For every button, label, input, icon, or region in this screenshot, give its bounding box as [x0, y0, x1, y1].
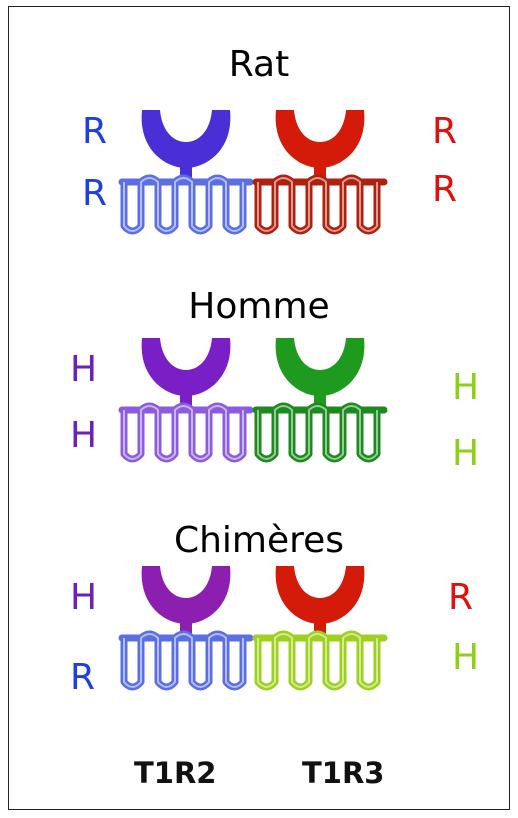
- t1r2-axis-label: T1R2: [134, 756, 217, 790]
- rat-t1r2-receptor-vft-domain: [141, 110, 231, 168]
- rat-t1r3-receptor-vft-domain: [275, 110, 365, 168]
- rat-t1r3-bottom-label: R: [432, 169, 458, 210]
- t1r3-axis-label: T1R3: [302, 756, 385, 790]
- homme-t1r2-top-label: H: [70, 349, 98, 390]
- chimeres-t1r3-receptor-vft-domain: [275, 566, 365, 624]
- panel-title-chimeres: Chimères: [173, 520, 345, 561]
- homme-t1r3-receptor: [252, 338, 388, 463]
- homme-t1r2-receptor: [118, 338, 254, 463]
- homme-t1r2-bottom-label: H: [70, 415, 98, 456]
- rat-t1r3-top-label: R: [432, 111, 458, 152]
- chimeres-t1r2-receptor-helix-highlight: [123, 633, 244, 688]
- homme-t1r2-receptor-vft-domain: [141, 338, 231, 396]
- chimeres-t1r3-receptor-helix-highlight: [257, 633, 378, 688]
- chimeres-t1r2-top-label: H: [70, 577, 98, 618]
- chimeres-t1r3-top-label: R: [448, 577, 474, 618]
- chimeres-t1r2-bottom-label: R: [70, 657, 96, 698]
- homme-t1r3-bottom-label: H: [452, 433, 480, 474]
- rat-t1r2-receptor: [118, 110, 254, 235]
- homme-t1r3-receptor-vft-domain: [275, 338, 365, 396]
- panel-title-rat: Rat: [228, 44, 290, 85]
- chimeres-t1r3-receptor: [252, 566, 388, 691]
- homme-t1r2-receptor-helix-highlight: [123, 405, 244, 460]
- homme-t1r3-receptor-helix-highlight: [257, 405, 378, 460]
- rat-t1r2-receptor-helix-highlight: [123, 177, 244, 232]
- chimeres-t1r2-receptor-vft-domain: [141, 566, 231, 624]
- homme-t1r3-top-label: H: [452, 367, 480, 408]
- panel-title-homme: Homme: [188, 286, 330, 327]
- rat-t1r3-receptor: [252, 110, 388, 235]
- chimeres-t1r2-receptor: [118, 566, 254, 691]
- rat-t1r3-receptor-helix-highlight: [257, 177, 378, 232]
- chimeres-t1r3-bottom-label: H: [452, 637, 480, 678]
- rat-t1r2-top-label: R: [82, 111, 108, 152]
- rat-t1r2-bottom-label: R: [82, 173, 108, 214]
